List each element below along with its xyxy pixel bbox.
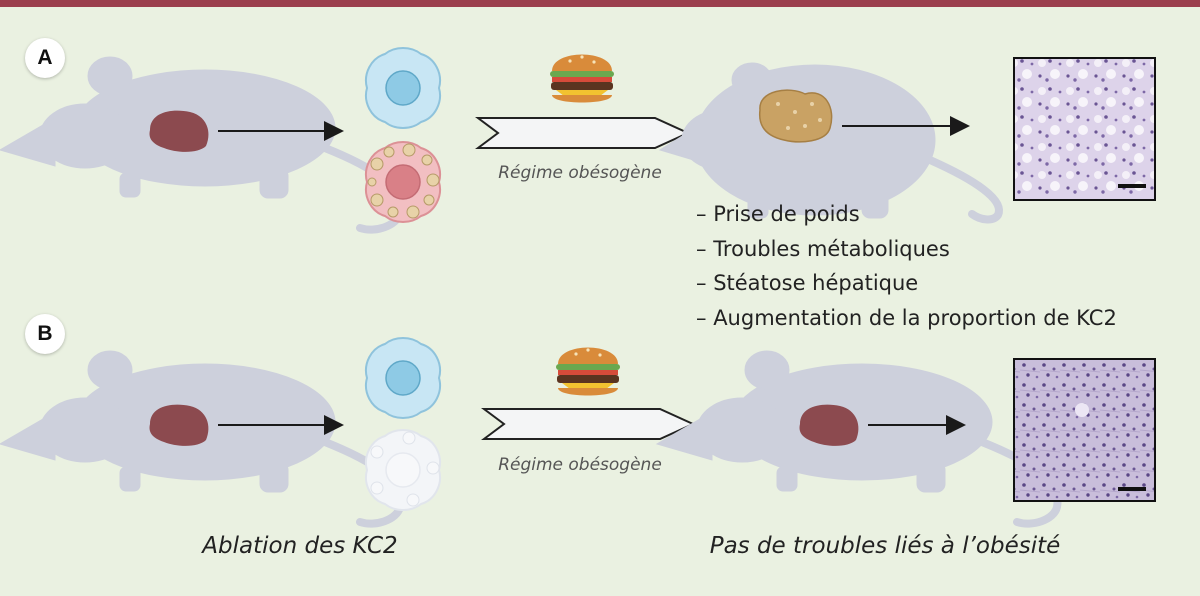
- panel-b-diet-label: Régime obésogène: [498, 455, 662, 475]
- panel-a-badge: A: [25, 38, 65, 78]
- panel-a-kc2-cell: [364, 141, 442, 223]
- panel-a-liver: [149, 110, 209, 152]
- panel-a-kc1-cell: [364, 47, 442, 129]
- outcome-item: Troubles métaboliques: [696, 232, 1117, 267]
- panel-b-chevron-arrow: [481, 408, 696, 440]
- panel-a-diet-label: Régime obésogène: [498, 163, 662, 183]
- panel-a-steatotic-liver: [758, 89, 833, 143]
- panel-b-burger-icon: [556, 347, 620, 396]
- panel-a-outcomes-list: Prise de poids Troubles métaboliques Sté…: [696, 197, 1117, 335]
- panel-b-badge: B: [25, 314, 65, 354]
- outcome-item: Prise de poids: [696, 197, 1117, 232]
- outcome-item: Augmentation de la proportion de KC2: [696, 301, 1117, 336]
- panel-b-mouse-2: [657, 351, 1058, 524]
- panel-b-histology-image: [1013, 358, 1156, 502]
- panel-b-kc2-ablated-cell: [364, 429, 442, 511]
- panel-a-histology-image: [1013, 57, 1156, 201]
- result-caption: Pas de troubles liés à l’obésité: [709, 533, 1061, 559]
- ablation-caption: Ablation des KC2: [202, 533, 398, 559]
- panel-b-liver: [149, 404, 209, 446]
- panel-a-chevron-arrow: [475, 117, 691, 149]
- top-accent-bar: [0, 0, 1200, 7]
- panel-b-kc1-cell: [364, 337, 442, 419]
- panel-a-obese-mouse: [658, 62, 1003, 224]
- outcome-item: Stéatose hépatique: [696, 266, 1117, 301]
- panel-a-burger-icon: [550, 54, 614, 103]
- panel-b-liver-2: [799, 404, 859, 446]
